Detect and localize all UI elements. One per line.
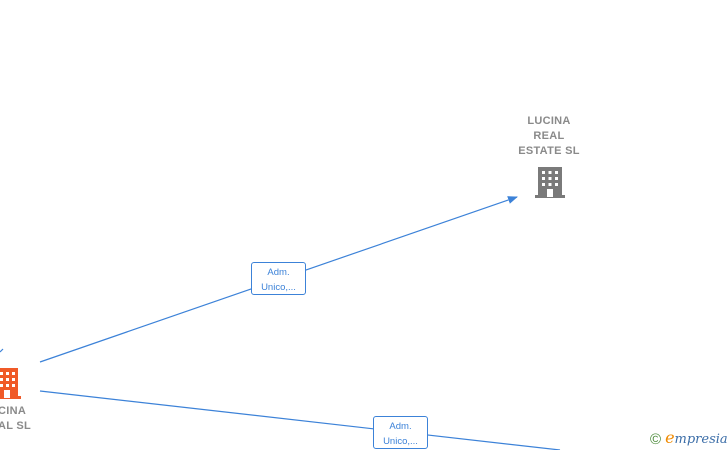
- node-label-line: AL SL: [0, 420, 32, 432]
- node-label-lucina-real-estate[interactable]: LUCINA REAL ESTATE SL: [508, 114, 590, 159]
- building-icon-focus[interactable]: [0, 368, 21, 399]
- node-label-line: LUCINA: [527, 115, 571, 127]
- building-icon[interactable]: [534, 165, 568, 199]
- edge-label-line: Unico,...: [261, 282, 296, 293]
- brand-initial: e: [665, 428, 675, 447]
- edge-label-line: Unico,...: [383, 436, 418, 447]
- edge-label-role[interactable]: Adm. Unico,...: [251, 262, 306, 295]
- edge-label-line: Adm.: [267, 267, 290, 278]
- edge-label-line: Adm.: [389, 421, 412, 432]
- node-label-focus[interactable]: CINA AL SL: [0, 404, 42, 434]
- copyright-symbol: ©: [650, 431, 662, 449]
- empresia-watermark: ©empresia: [650, 428, 728, 448]
- edge-label-role[interactable]: Adm. Unico,...: [373, 416, 428, 449]
- brand-name: mpresia: [674, 432, 728, 447]
- edge-line-to-offscreen: [39, 390, 561, 450]
- node-label-line: CINA: [0, 405, 27, 417]
- node-label-line: REAL: [533, 130, 565, 142]
- edge-line-incoming-fragment: [0, 348, 4, 353]
- node-label-line: ESTATE SL: [518, 145, 580, 157]
